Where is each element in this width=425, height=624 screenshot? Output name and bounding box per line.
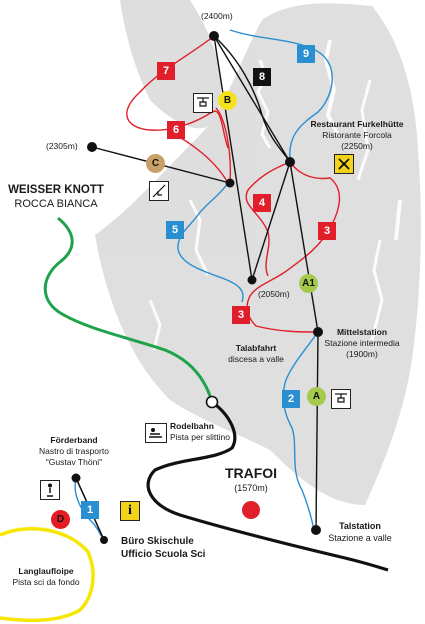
- stations: [71, 31, 323, 544]
- ufficio-scuola-sci-label: Ufficio Scuola Sci: [121, 549, 206, 560]
- lift-B-line: [213, 35, 253, 281]
- lift-top-line: [213, 35, 291, 163]
- piste-marker-9[interactable]: 9: [297, 45, 315, 63]
- blue-pistes: [74, 29, 333, 541]
- pista-per-slittino-label: Pista per slittino: [170, 432, 230, 442]
- altitude-2050-label: (2050m): [258, 289, 290, 299]
- piste-marker-7[interactable]: 7: [157, 62, 175, 80]
- stazione-a-valle-label: Stazione a valle: [328, 533, 392, 543]
- blue-piste-9: [229, 29, 333, 161]
- rocca-bianca-label: ROCCA BIANCA: [14, 198, 98, 210]
- piste-marker-8[interactable]: 8: [253, 68, 271, 86]
- trafoi-altitude-label: (1570m): [234, 483, 268, 493]
- ristorante-forcola-label: Ristorante Forcola: [322, 130, 392, 140]
- lift-marker-B[interactable]: B: [218, 91, 237, 110]
- lift-marker-A1[interactable]: A1: [299, 274, 318, 293]
- piste-marker-4[interactable]: 4: [253, 194, 271, 212]
- black-road: [146, 400, 389, 572]
- piste-marker-3-lower[interactable]: 3: [232, 306, 250, 324]
- station-2050: [247, 275, 257, 285]
- red-piste-7b: [215, 107, 232, 184]
- mountain-texture: [148, 39, 402, 351]
- station-2305: [87, 142, 97, 152]
- altitude-2305-label: (2305m): [46, 141, 78, 151]
- mountain-ridge-shape: [95, 3, 421, 506]
- station-foerderband: [71, 473, 81, 483]
- gustav-thoeni-label: "Gustav Thöni": [45, 457, 103, 467]
- pista-sci-da-fondo-label: Pista sci da fondo: [12, 577, 80, 587]
- conveyor-person-icon: [40, 480, 60, 500]
- mittelstation-label: Mittelstation: [336, 327, 388, 337]
- lift-marker-D[interactable]: D: [51, 510, 70, 529]
- lift-A1-line: [289, 161, 319, 333]
- talabfahrt-label: Talabfahrt: [235, 343, 277, 353]
- station-top-2400: [209, 31, 219, 41]
- info-icon[interactable]: i: [120, 501, 140, 521]
- lift-A-line: [315, 331, 319, 531]
- mittelstation-altitude-label: (1900m): [346, 349, 378, 359]
- trafoi-village-dot: [242, 501, 260, 519]
- stazione-intermedia-label: Stazione intermedia: [324, 338, 400, 348]
- altitude-2400-label: (2400m): [201, 11, 233, 21]
- talstation-label: Talstation: [339, 521, 381, 531]
- station-mittelstation: [313, 327, 323, 337]
- restaurant-icon[interactable]: [334, 154, 354, 174]
- discesa-a-valle-label: discesa a valle: [228, 354, 284, 364]
- restaurant-altitude-label: (2250m): [341, 141, 373, 151]
- restaurant-furkelhuette-label: Restaurant Furkelhütte: [310, 119, 404, 129]
- sled-icon: [145, 423, 167, 443]
- green-trail: [43, 216, 214, 403]
- red-piste-3: [246, 161, 341, 333]
- nastro-di-trasporto-label: Nastro di trasporto: [39, 446, 109, 456]
- lift-mid-link: [251, 161, 291, 281]
- piste-marker-2[interactable]: 2: [282, 390, 300, 408]
- lift-marker-A[interactable]: A: [307, 387, 326, 406]
- station-talstation: [311, 525, 321, 535]
- station-furkelhuette: [285, 157, 295, 167]
- foerderband-label: Förderband: [50, 435, 98, 445]
- piste-marker-3-upper[interactable]: 3: [318, 222, 336, 240]
- piste-marker-1[interactable]: 1: [81, 501, 99, 519]
- lift-marker-C[interactable]: C: [146, 154, 165, 173]
- piste-marker-6[interactable]: 6: [167, 121, 185, 139]
- blue-piste-5: [177, 182, 244, 303]
- weisser-knott-label: WEISSER KNOTT: [8, 184, 104, 196]
- chairlift-icon: [331, 389, 351, 409]
- chairlift-icon: [193, 93, 213, 113]
- chairlift-icon: [149, 181, 169, 201]
- station-c-top: [225, 178, 235, 188]
- station-skischule: [100, 536, 108, 544]
- langlaufloipe-label: Langlaufloipe: [18, 566, 74, 576]
- rodel-start-point: [205, 395, 219, 409]
- yellow-cross-country-trail: [0, 527, 95, 623]
- red-piste-4: [245, 161, 291, 277]
- rodelbahn-label: Rodelbahn: [170, 421, 214, 431]
- piste-marker-5[interactable]: 5: [166, 221, 184, 239]
- blue-piste-2: [282, 331, 319, 531]
- blue-piste-1: [74, 477, 105, 541]
- trafoi-label: TRAFOI: [224, 465, 278, 481]
- buero-skischule-label: Büro Skischule: [121, 536, 194, 547]
